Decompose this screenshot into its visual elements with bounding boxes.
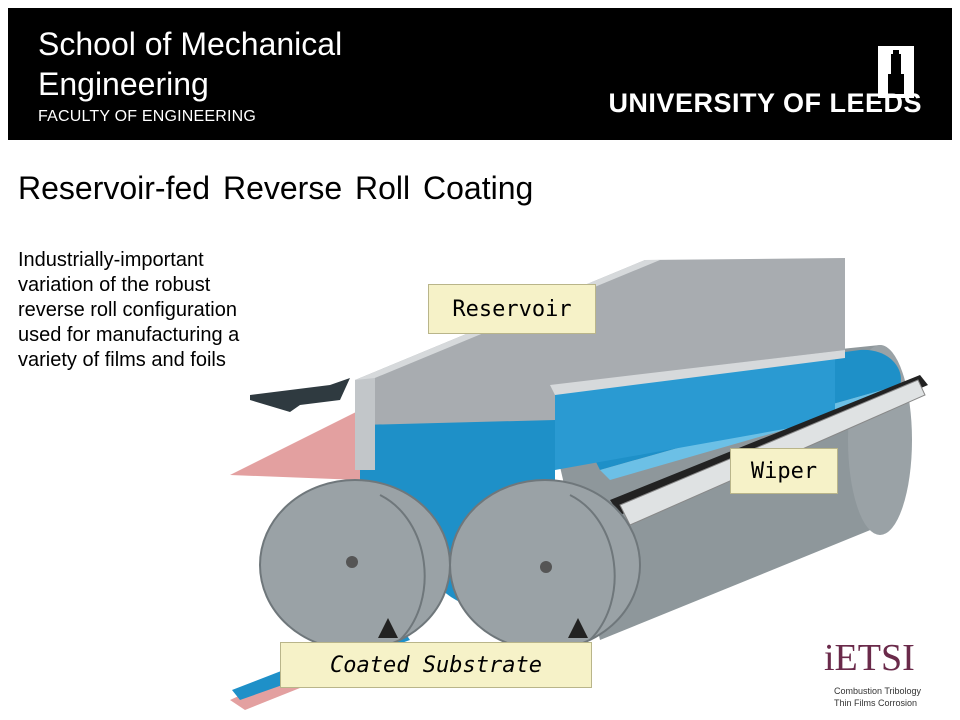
parkinson-tower-icon [878,46,914,98]
reservoir-label: Reservoir [428,284,596,334]
left-roll-arc [379,494,426,641]
faculty-name: FACULTY OF ENGINEERING [38,108,257,125]
university-name: UNIVERSITY OF LEEDS [608,88,922,118]
school-name: School of Mechanical Engineering [38,26,343,102]
right-roll-axle [540,561,552,573]
reservoir-back-wall [355,258,845,470]
slide-header: School of Mechanical Engineering FACULTY… [8,8,952,140]
wiper-label: Wiper [730,448,838,494]
ietsi-line2: Thin Films Corrosion [834,698,918,708]
ietsi-wordmark: iETSI [824,637,915,679]
reservoir-liquid [360,420,555,470]
reservoir-left-wall [355,378,375,470]
coated-substrate-label: Coated Substrate [280,642,592,688]
ietsi-logo: iETSI Combustion Tribology Thin Films Co… [820,636,930,716]
slide-description: Industrially-important variation of the … [18,249,240,371]
right-rotation-marker-icon [568,618,588,638]
slide-title: Reservoir-fed Reverse Roll Coating [18,170,534,206]
reservoir-right-edge [550,350,845,395]
left-rotation-marker-icon [378,618,398,638]
right-roll-arc [569,494,616,641]
left-roll-axle [346,556,358,568]
ietsi-line1: Combustion Tribology [834,686,922,696]
substrate-in [230,410,360,480]
direction-arrow-icon [250,378,350,412]
